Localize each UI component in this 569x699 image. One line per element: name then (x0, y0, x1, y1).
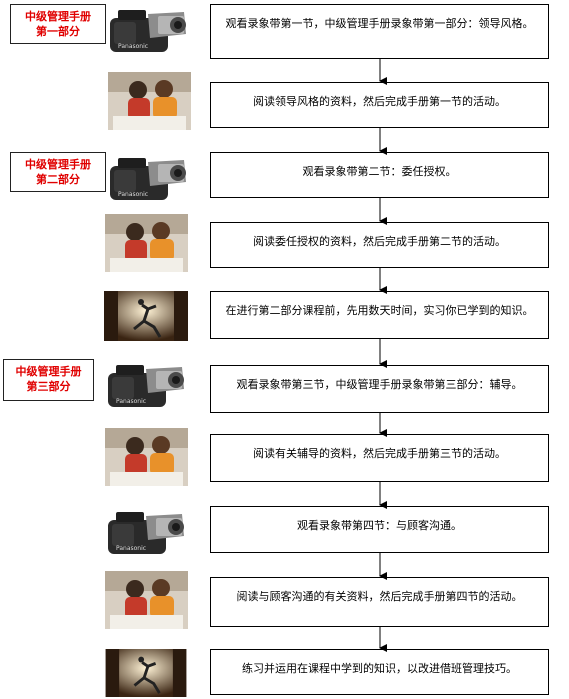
step-box-3: 观看录象带第二节：委任授权。 (210, 152, 549, 198)
part-label-line1: 中级管理手册 (25, 158, 91, 171)
brand-label: Panasonic (118, 191, 148, 198)
step-text: 观看录象带第四节：与顾客沟通。 (297, 519, 462, 532)
part-label-line1: 中级管理手册 (15, 365, 82, 378)
runner-photo (105, 649, 187, 697)
step-box-2: 阅读领导风格的资料，然后完成手册第一节的活动。 (210, 82, 549, 128)
step-box-5: 在进行第二部分课程前，先用数天时间，实习你已学到的知识。 (210, 291, 549, 339)
step-text: 阅读领导风格的资料，然后完成手册第一节的活动。 (253, 95, 506, 108)
step-box-7: 阅读有关辅导的资料，然后完成手册第三节的活动。 (210, 434, 549, 482)
part-label-line2: 第三部分 (26, 380, 71, 393)
step-text: 阅读委任授权的资料，然后完成手册第二节的活动。 (253, 235, 506, 248)
step-box-1: 观看录象带第一节，中级管理手册录象带第一部分：领导风格。 (210, 4, 549, 59)
part-label-line2: 第二部分 (36, 173, 80, 186)
step-box-9: 阅读与顾客沟通的有关资料，然后完成手册第四节的活动。 (210, 577, 549, 627)
camcorder-icon: Panasonic (110, 158, 186, 200)
step-text: 练习并运用在课程中学到的知识，以改进借班管理技巧。 (242, 662, 517, 675)
camcorder-icon: Panasonic (108, 365, 184, 407)
camcorder-icon: Panasonic (110, 10, 186, 52)
step-text: 观看录象带第二节：委任授权。 (302, 165, 457, 178)
part-label-2: 中级管理手册 第二部分 (10, 152, 106, 192)
part-label-1: 中级管理手册 第一部分 (10, 4, 106, 44)
brand-label: Panasonic (116, 545, 146, 552)
part-label-line2: 第一部分 (36, 25, 80, 38)
study-photo (105, 428, 188, 486)
study-photo (105, 214, 188, 272)
step-box-10: 练习并运用在课程中学到的知识，以改进借班管理技巧。 (210, 649, 549, 695)
camcorder-icon: Panasonic (108, 512, 184, 554)
step-text: 阅读与顾客沟通的有关资料，然后完成手册第四节的活动。 (236, 590, 523, 603)
study-photo (108, 72, 191, 130)
step-text: 在进行第二部分课程前，先用数天时间，实习你已学到的知识。 (225, 304, 534, 317)
study-photo (105, 571, 188, 629)
part-label-3: 中级管理手册 第三部分 (3, 359, 94, 401)
runner-photo (104, 291, 188, 341)
brand-label: Panasonic (116, 398, 146, 405)
brand-label: Panasonic (118, 43, 148, 50)
step-text: 观看录象带第三节，中级管理手册录象带第三部分：辅导。 (236, 378, 523, 391)
step-text: 阅读有关辅导的资料，然后完成手册第三节的活动。 (253, 447, 506, 460)
step-box-4: 阅读委任授权的资料，然后完成手册第二节的活动。 (210, 222, 549, 268)
part-label-line1: 中级管理手册 (25, 10, 91, 23)
step-text: 观看录象带第一节，中级管理手册录象带第一部分：领导风格。 (225, 17, 534, 30)
